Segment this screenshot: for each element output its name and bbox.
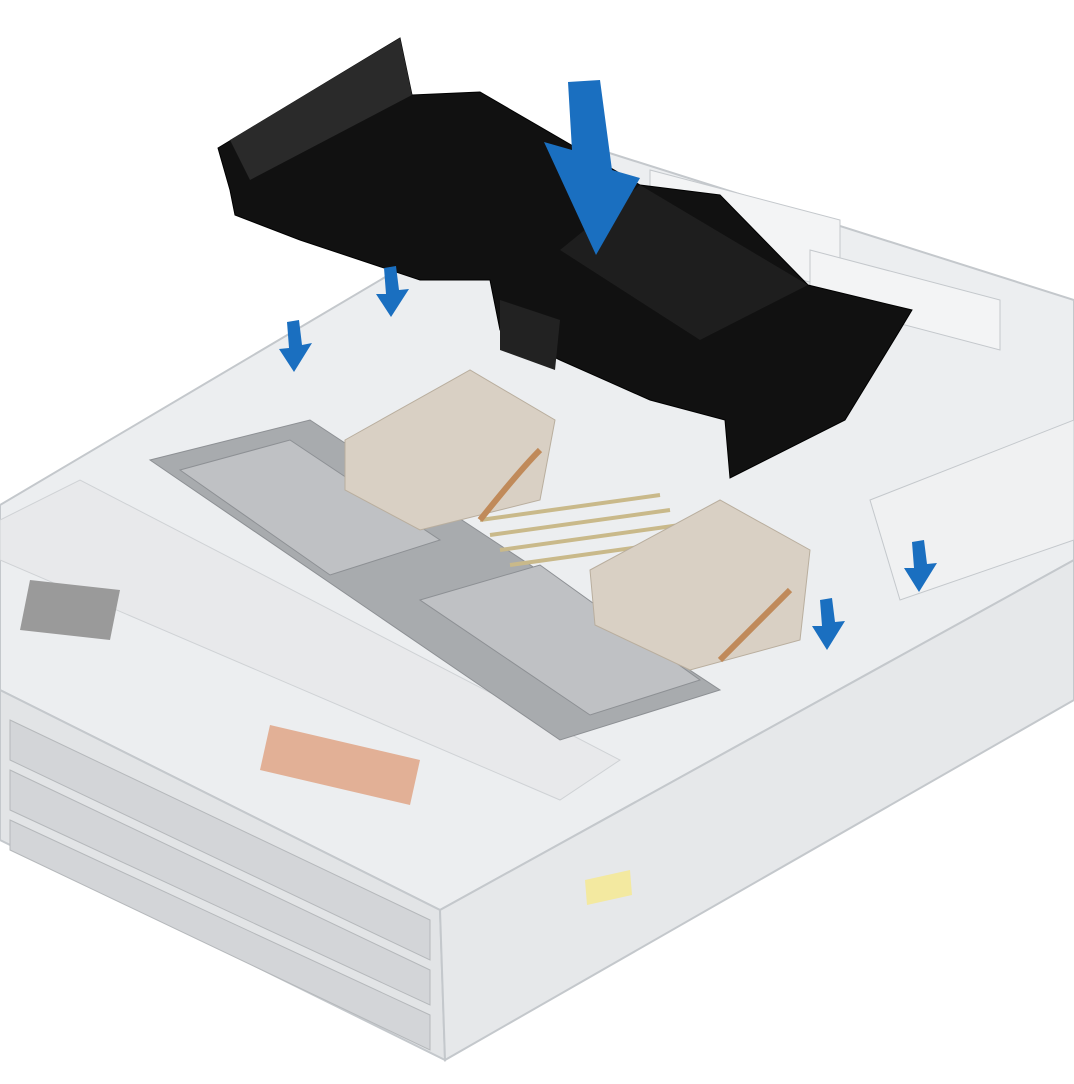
down-arrow-icon [544,80,640,255]
front-cover [0,479,621,801]
down-arrow-icon [376,266,409,317]
server-chassis [0,148,1074,1062]
shroud-left-wing [230,38,412,180]
warning-label [585,870,632,905]
air-shroud [217,37,913,479]
chassis-side [438,558,1074,1062]
down-arrow-icon [904,540,937,592]
drive-bays [9,719,431,1051]
service-label [260,725,420,805]
shroud-tab [500,300,560,370]
regulatory-label [20,580,120,640]
shroud-top-panel [560,185,808,340]
heatsink-1 [344,369,556,531]
down-arrow-icon [812,598,845,650]
shroud-body [217,37,913,479]
down-arrow-icon [279,320,312,372]
fan-row [148,419,722,741]
heatsink-2 [589,499,811,671]
riser-cage-2 [809,249,1001,351]
